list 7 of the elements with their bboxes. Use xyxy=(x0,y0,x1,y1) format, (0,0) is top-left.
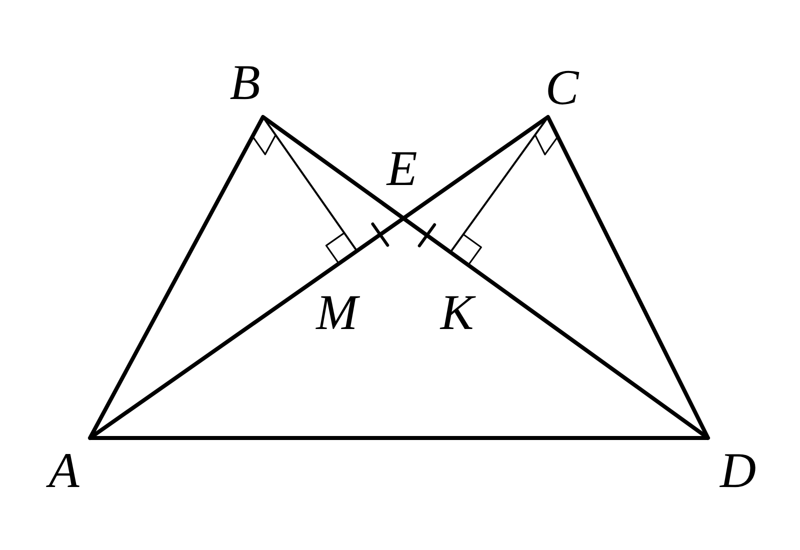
point-label: E xyxy=(386,143,418,193)
point-label: B xyxy=(230,57,260,107)
point-label: C xyxy=(545,62,579,112)
point-label: D xyxy=(720,445,756,495)
point-label: M xyxy=(316,287,358,337)
point-label: A xyxy=(48,445,80,495)
point-label: K xyxy=(440,287,474,337)
